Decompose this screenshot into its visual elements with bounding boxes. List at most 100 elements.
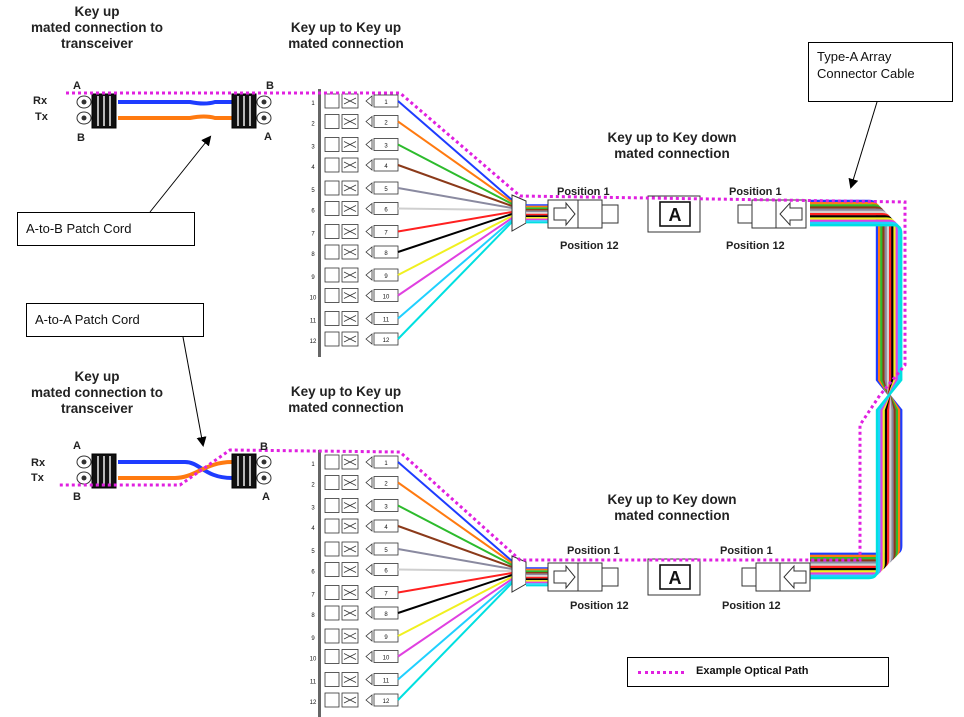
type-a-cable-callout: Type-A Array Connector Cable <box>808 42 953 102</box>
patch-cord-connector-icon <box>231 453 272 489</box>
fiber-port-label: 6 <box>384 569 388 575</box>
fiber-number-label: 7 <box>311 232 315 238</box>
fiber-port-label: 4 <box>384 525 388 531</box>
fiber-number-label: 4 <box>311 526 315 532</box>
panel-bracket <box>318 89 321 357</box>
fiber-number-label: 6 <box>311 209 315 215</box>
mpo-connector-icon <box>737 199 807 229</box>
mpo-connector-icon <box>547 199 619 229</box>
adapter-key-letter: A <box>669 205 682 225</box>
bottom-mpo-connection: A <box>526 558 811 596</box>
bottom-position-12-right: Position 12 <box>722 600 781 612</box>
fiber-number-label: 5 <box>311 188 315 194</box>
patch-cord-connector-icon <box>76 453 117 489</box>
fiber-number-label: 5 <box>311 549 315 555</box>
patch-cord-connector-icon <box>76 93 117 129</box>
fiber-port-label: 7 <box>384 231 388 237</box>
top-tx-label: Tx <box>35 111 48 123</box>
fanout-fiber <box>397 164 513 207</box>
fanout-fiber <box>397 120 513 203</box>
bottom-end-a-right: A <box>262 491 270 503</box>
top-position-1-left: Position 1 <box>557 186 610 198</box>
bottom-keyup-heading: Key up to Key up mated connection <box>288 384 404 415</box>
fiber-number-label: 8 <box>311 613 315 619</box>
fiber-port-label: 11 <box>383 318 390 324</box>
fiber-number-label: 12 <box>310 700 317 706</box>
fanout-fiber <box>397 461 513 562</box>
fanout-fiber <box>397 578 513 658</box>
fanout-fiber <box>397 576 513 637</box>
top-transceiver-heading: Key up mated connection to transceiver <box>30 4 163 51</box>
fiber-port-label: 10 <box>383 295 390 301</box>
fanout-fiber <box>397 525 513 568</box>
fiber-number-label: 11 <box>310 680 317 686</box>
legend-optical-path-label: Example Optical Path <box>696 665 809 677</box>
bottom-tx-label: Tx <box>31 472 44 484</box>
fiber-number-label: 1 <box>311 462 315 468</box>
fiber-port-label: 4 <box>384 164 388 170</box>
top-keydown-heading: Key up to Key down mated connection <box>607 130 737 161</box>
top-rx-label: Rx <box>33 95 48 107</box>
bottom-position-1-right: Position 1 <box>720 545 773 557</box>
aa-patch-cord-callout: A-to-A Patch Cord <box>26 303 204 337</box>
fiber-port-label: 5 <box>384 548 388 554</box>
bottom-position-1-left: Position 1 <box>567 545 620 557</box>
fiber-number-label: 6 <box>311 570 315 576</box>
top-fanout-fibers <box>397 100 527 340</box>
fanout-fiber <box>397 187 513 209</box>
fiber-port-label: 8 <box>384 251 388 257</box>
fiber-number-label: 9 <box>311 636 315 642</box>
lc-duplex-icon: 10 10 <box>310 288 399 303</box>
fanout-fiber <box>397 582 513 701</box>
fanout-fiber <box>397 219 513 320</box>
ab-patch-arrow <box>149 135 212 213</box>
patch-fiber-blue <box>118 100 235 106</box>
fiber-number-label: 8 <box>311 252 315 258</box>
fiber-port-label: 12 <box>383 338 390 344</box>
fiber-port-label: 10 <box>383 656 390 662</box>
fiber-port-label: 9 <box>384 635 388 641</box>
mpo-connector-icon <box>547 562 619 592</box>
adapter-key-letter: A <box>669 568 682 588</box>
fiber-number-label: 11 <box>310 319 317 325</box>
bottom-transceiver-heading: Key up mated connection to transceiver <box>30 369 163 416</box>
top-end-a-left: A <box>73 80 81 92</box>
fiber-port-label: 6 <box>384 208 388 214</box>
fanout-fiber <box>397 207 513 211</box>
fiber-number-label: 2 <box>311 122 315 128</box>
fanout-fiber <box>397 574 513 614</box>
lc-duplex-icon: 11 11 <box>310 311 399 326</box>
top-position-12-left: Position 12 <box>560 240 619 252</box>
patch-cord-connector-icon <box>231 93 272 129</box>
legend-box: Example Optical Path <box>627 657 889 687</box>
fanout-fiber <box>397 215 513 276</box>
patch-fiber-orange <box>118 114 235 120</box>
fiber-number-label: 10 <box>310 296 317 302</box>
fanout-fiber <box>397 504 513 566</box>
panel-bracket <box>318 450 321 717</box>
fanout-fiber <box>397 568 513 572</box>
fiber-number-label: 2 <box>311 483 315 489</box>
fanout-fiber <box>397 217 513 297</box>
patch-fiber-orange <box>118 460 233 480</box>
fiber-number-label: 3 <box>311 145 315 151</box>
fiber-port-label: 5 <box>384 187 388 193</box>
top-mpo-connection: A <box>526 195 807 233</box>
